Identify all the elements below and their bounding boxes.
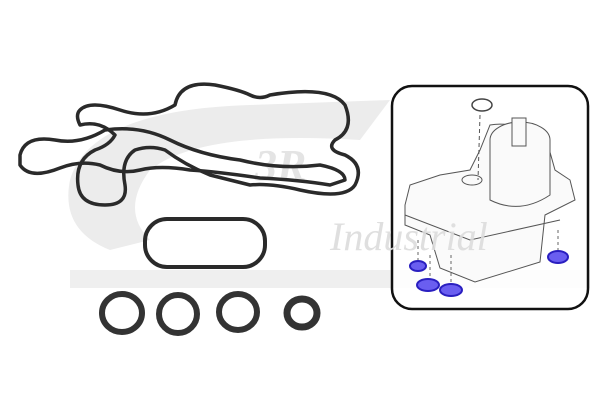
- seal-3: [439, 283, 463, 297]
- o-ring-2: [156, 292, 200, 336]
- seal-2: [416, 278, 440, 292]
- seal-1: [409, 260, 427, 272]
- o-rings: [99, 291, 321, 336]
- top-o-ring-icon: [471, 98, 493, 112]
- oil-filter-housing-diagram: [404, 114, 576, 283]
- blue-seals: [409, 230, 569, 297]
- seal-4: [547, 250, 569, 264]
- rectangular-gasket: [143, 217, 267, 269]
- watermark-subtitle: Industrial: [329, 214, 488, 259]
- oil-cooler-gasket: [18, 82, 361, 207]
- o-ring-4: [283, 295, 321, 331]
- o-ring-1: [99, 291, 145, 335]
- o-ring-3: [216, 291, 260, 333]
